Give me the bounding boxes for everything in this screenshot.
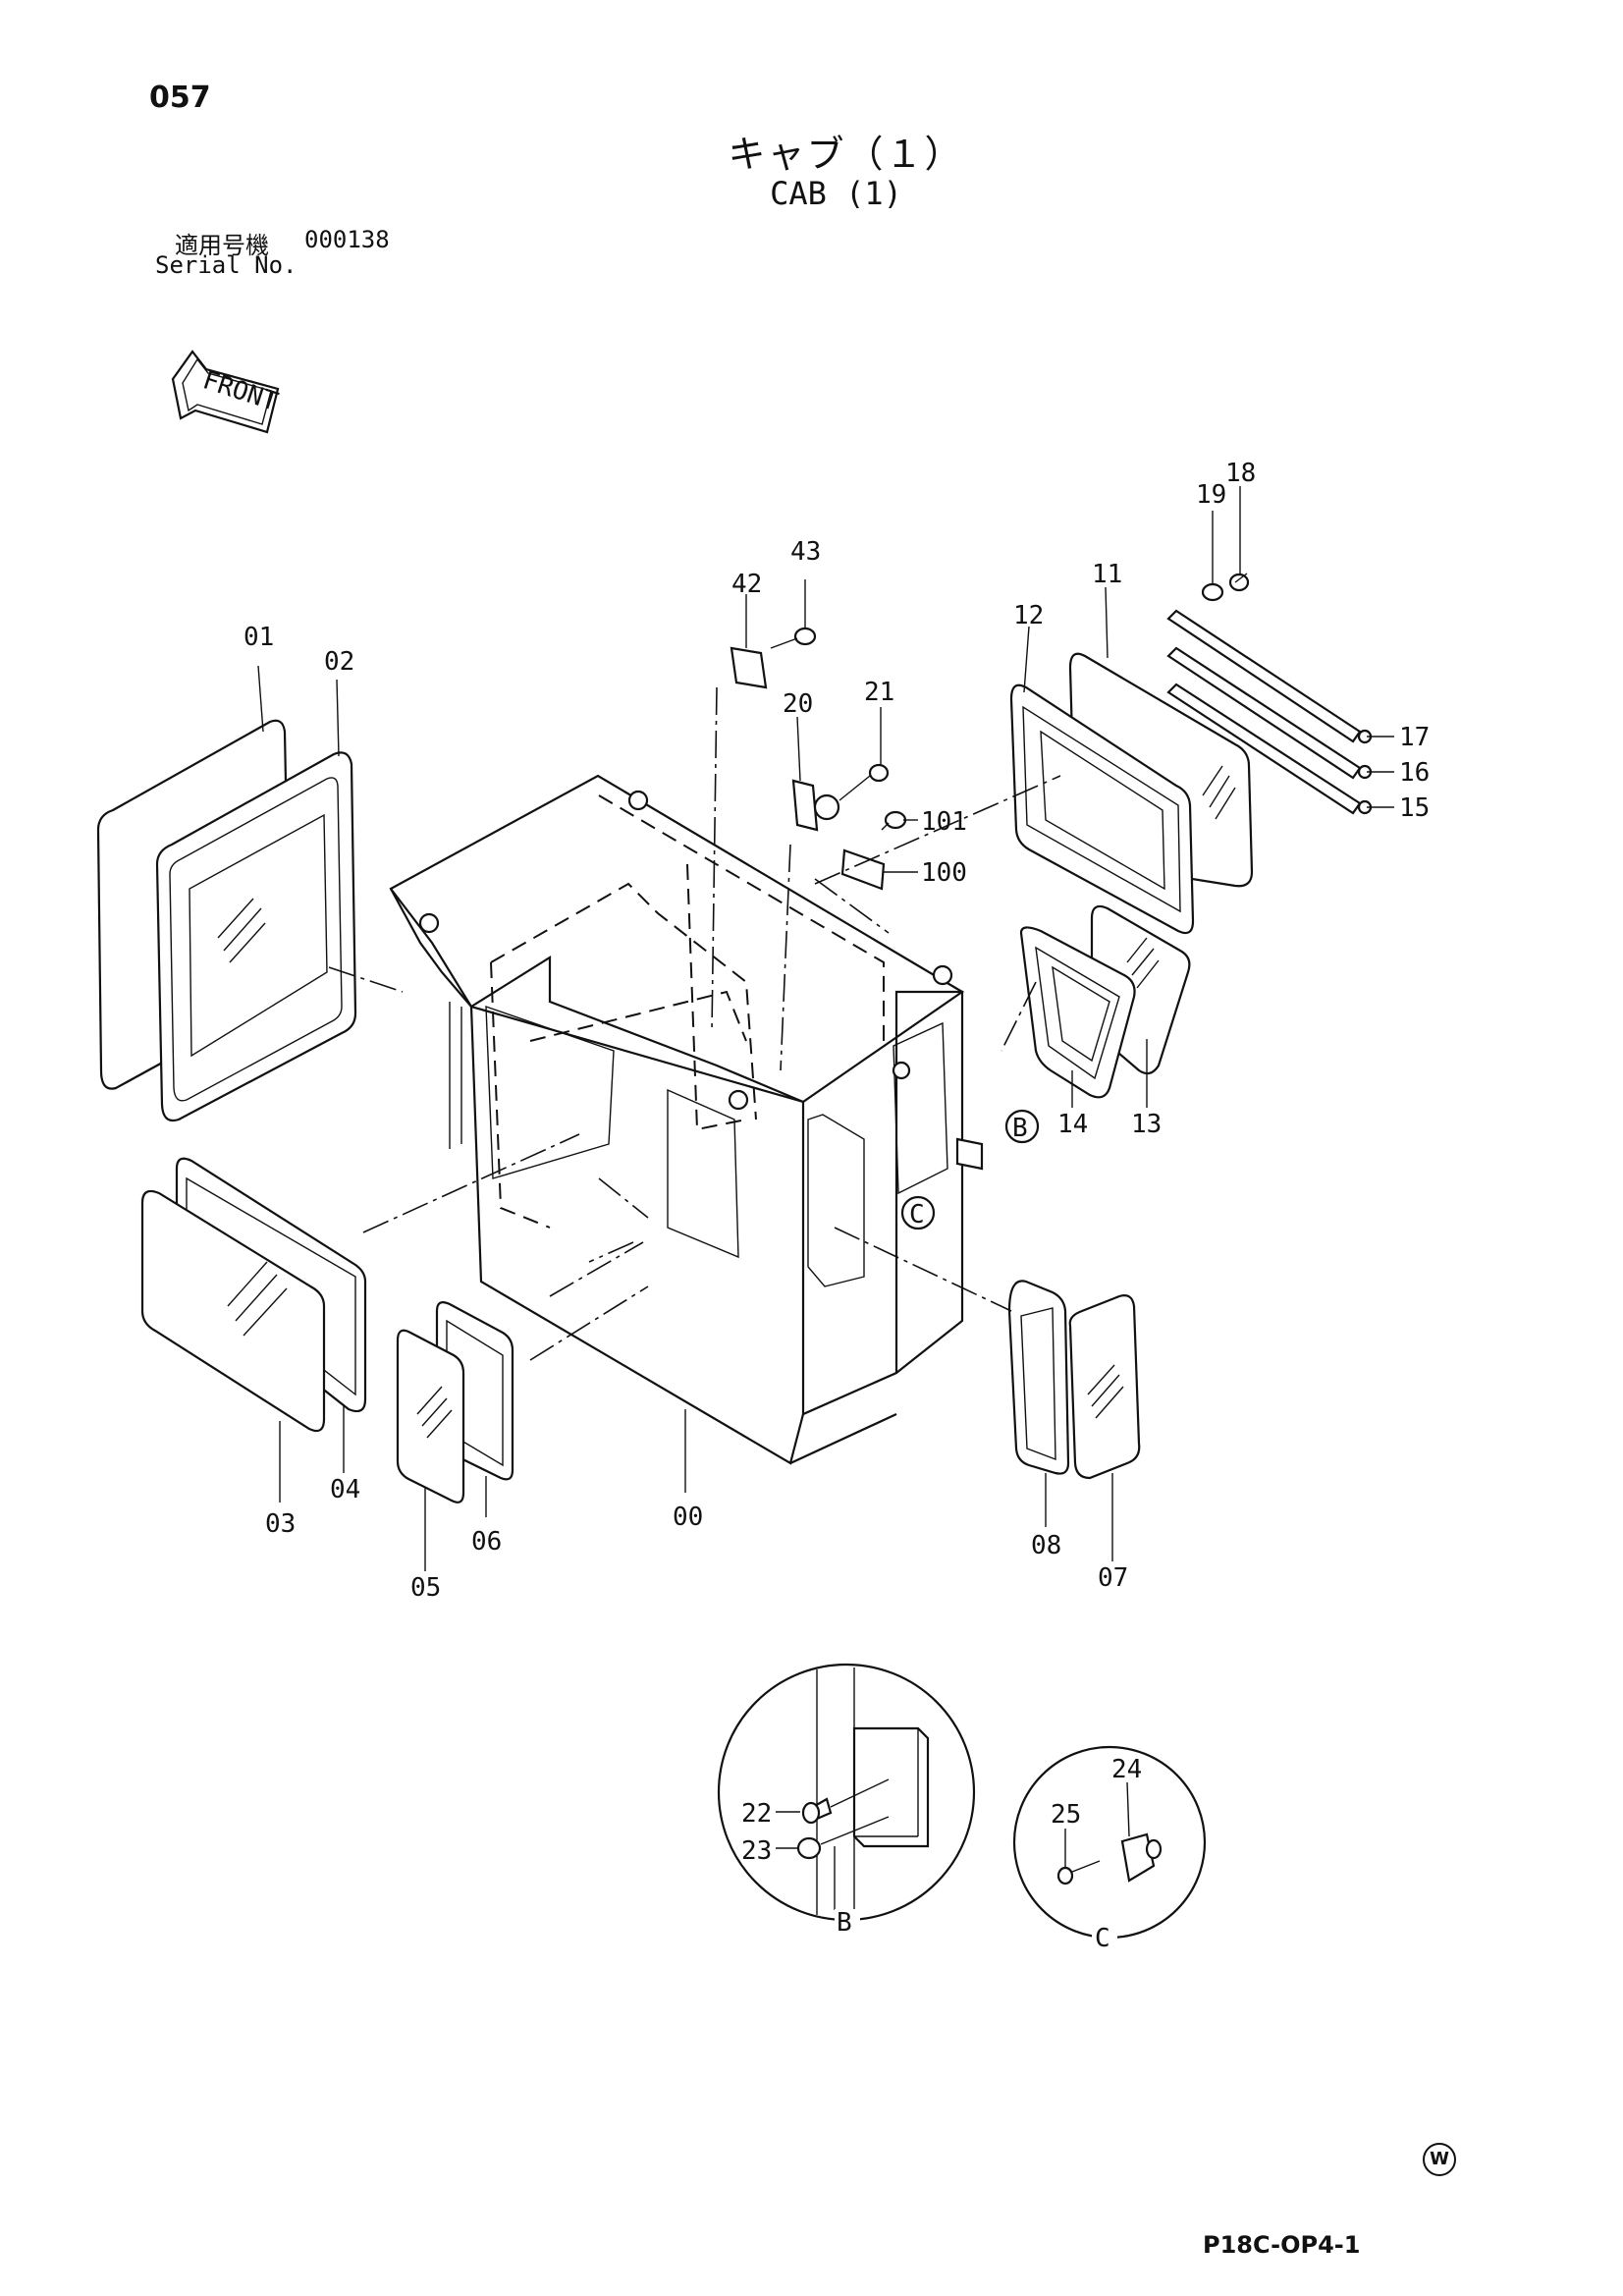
- left-lower-window-glass: [140, 1189, 326, 1433]
- side-vent-window-seal: [1019, 926, 1136, 1099]
- callout-07: 07: [1098, 1563, 1128, 1593]
- callout-100: 100: [921, 858, 967, 888]
- detail-b-reference: B: [955, 1109, 1040, 1171]
- front-label: FRONT: [199, 365, 282, 417]
- callout-11: 11: [1092, 560, 1122, 589]
- page-number: 057: [149, 81, 211, 115]
- callout-02: 02: [324, 647, 354, 677]
- serial-label-japanese: 適用号機: [175, 232, 269, 259]
- callout-18: 18: [1225, 459, 1256, 488]
- detail-c-view: 24 25 C: [1012, 1745, 1207, 1953]
- rear-upper-window-seal: [1009, 683, 1195, 935]
- callout-42: 42: [731, 570, 762, 599]
- small-side-window-glass: [396, 1329, 465, 1503]
- figure-code: P18C-OP4-1: [1203, 2231, 1361, 2259]
- serial-number-value: 000138: [304, 226, 390, 253]
- callout-24: 24: [1111, 1755, 1142, 1784]
- callout-13: 13: [1131, 1110, 1162, 1139]
- brackets-and-bolts: [730, 627, 907, 891]
- front-direction-arrow: FRONT: [171, 350, 282, 434]
- callout-25: 25: [1051, 1800, 1081, 1830]
- part-callouts: 00 01 02 03 04 05 06 07 08 11 12 13 14 1…: [243, 459, 1430, 1603]
- callout-16: 16: [1399, 758, 1430, 788]
- rear-side-window-glass: [1068, 1294, 1141, 1480]
- leader-lines: [257, 486, 1394, 1571]
- callout-15: 15: [1399, 793, 1430, 823]
- callout-22: 22: [741, 1799, 772, 1829]
- callout-06: 06: [471, 1527, 502, 1557]
- assembly-lines: [328, 686, 1061, 1361]
- catalog-mark: W: [1423, 2143, 1456, 2176]
- callout-17: 17: [1399, 723, 1430, 752]
- callout-101: 101: [921, 807, 967, 837]
- cab-body: [389, 774, 965, 1465]
- window-stay-rods: [1166, 609, 1373, 815]
- front-window-seal: [155, 751, 357, 1122]
- callout-03: 03: [265, 1509, 296, 1539]
- detail-b-view: 22 23 B: [717, 1663, 976, 1938]
- callout-12: 12: [1013, 601, 1044, 630]
- callout-00: 00: [673, 1503, 703, 1532]
- page-title-english: CAB (1): [770, 175, 902, 212]
- callout-04: 04: [330, 1475, 360, 1504]
- callout-19: 19: [1196, 480, 1226, 510]
- detail-c-reference: C: [900, 1195, 936, 1230]
- callout-01: 01: [243, 623, 274, 652]
- callout-05: 05: [410, 1573, 441, 1603]
- serial-label-english: Serial No.: [155, 251, 298, 279]
- rear-side-window-seal: [1007, 1280, 1070, 1475]
- detail-b-label: B: [837, 1908, 852, 1938]
- svg-text:C: C: [909, 1200, 925, 1230]
- callout-08: 08: [1031, 1531, 1061, 1560]
- callout-43: 43: [790, 537, 821, 567]
- callout-20: 20: [783, 689, 813, 719]
- page-title-japanese: キャブ（１）: [728, 133, 964, 176]
- callout-23: 23: [741, 1836, 772, 1866]
- bolt-and-washer-18-19: [1201, 573, 1250, 602]
- svg-text:B: B: [1012, 1114, 1028, 1143]
- callout-14: 14: [1057, 1110, 1088, 1139]
- detail-c-label: C: [1095, 1924, 1110, 1953]
- callout-21: 21: [864, 678, 894, 707]
